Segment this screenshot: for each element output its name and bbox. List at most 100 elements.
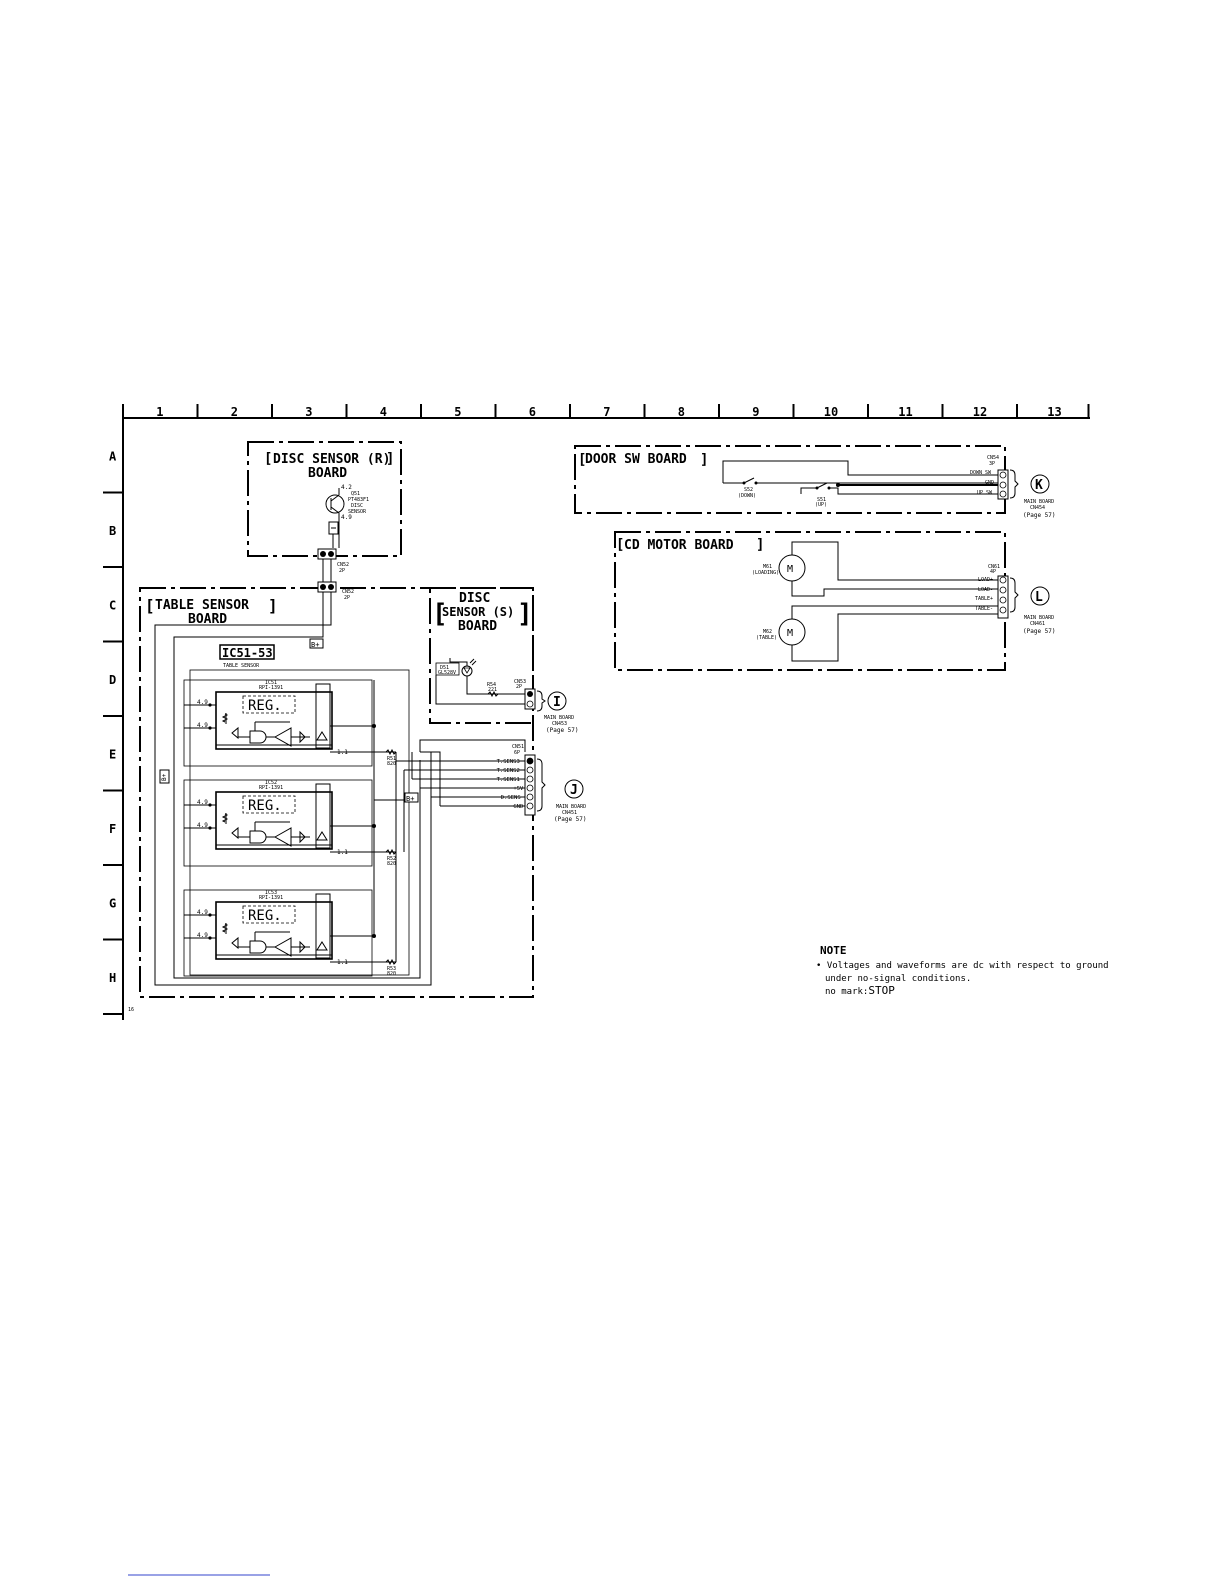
row-label: A [109,449,117,463]
ic-ref: IC53 [265,890,277,896]
led-icon [461,665,473,677]
cn52-pins: 2P [344,595,350,601]
disc-sensor-s-title: DISC [459,591,490,606]
svg-text:[: [ [432,599,448,629]
cn54-pin-1: DOWN SW [970,470,992,476]
m61-ref: M61 [763,564,772,570]
ic-reg: REG. [248,908,282,924]
cn52-label: CN52 [342,589,354,595]
cn51-pin [526,757,534,765]
table-sensor-title-2: BOARD [188,612,227,627]
note-title: NOTE [820,944,847,957]
col-label: 11 [898,405,912,419]
ic-reg: REG. [248,798,282,814]
link-l-line2: CN461 [1030,621,1045,627]
ic-out: 1.1 [337,749,348,756]
disc-sensor-r-board: [ ] DISC SENSOR (R) BOARD 4.2 4.9 Q51 PT… [247,441,402,574]
ic-reg: REG. [248,698,282,714]
ic-v1: 4.9 [197,699,208,706]
link-l-id: L [1035,590,1043,605]
link-i: I MAIN BOARD CN453 (Page 57) [536,690,579,734]
col-label: 4 [380,405,387,419]
cn51-pins-count: 6P [514,750,520,756]
col-label: 12 [973,405,987,419]
m62-ref: M62 [763,629,772,635]
q51-ref: Q51 [351,491,360,497]
cn51-pin [526,784,534,792]
disc-sensor-s-title-3: BOARD [458,619,497,634]
b-plus-badge-2 [159,769,170,784]
cn51-pin-label: T.SENS2 [497,768,520,774]
ic-v2: 4.9 [197,822,208,829]
cn51-pin [526,766,534,774]
svg-text:[: [ [616,537,624,553]
q51-part: PT483F1 [348,497,369,503]
ic-ref: IC51 [265,680,277,686]
ic-v1: 4.9 [197,799,208,806]
col-label: 2 [231,405,238,419]
col-label: 7 [603,405,610,419]
ic-res: R53 [387,966,396,972]
ic-v1: 4.9 [197,909,208,916]
ic-res-val: 820 [387,861,396,867]
svg-text:[: [ [264,451,272,467]
cn51-pin [526,802,534,810]
r54-ref: R54 [487,682,496,688]
link-k-line2: CN454 [1030,505,1045,511]
gate-icon [249,730,267,744]
s52-ref: S52 [744,487,753,493]
cn54-pins: 3P [989,461,995,467]
cn54-connector [997,469,1009,500]
link-j-line2: CN451 [562,810,577,816]
q51-desc-2: SENSOR [348,509,367,515]
amplifier-icon [273,827,292,847]
svg-text:[: [ [145,596,155,615]
cn51-pin-label: D.SENS [501,795,521,801]
ic-res-val: 820 [387,761,396,767]
cn51-pin-label: +5V [513,786,524,792]
row-label: E [109,747,116,761]
ic-part: RPI-1391 [259,685,283,691]
s51-ref: S51 [817,497,826,503]
r54-val: 221 [488,687,497,693]
cn51-pin-label: GND [513,804,523,810]
link-i-line2: CN453 [552,721,567,727]
svg-text:no mark:STOP: no mark:STOP [825,984,895,997]
gate-icon [249,940,267,954]
table-sensor-board: [ ] TABLE SENSOR BOARD CN52 2P B+ IC51-5… [139,559,536,998]
cn53-connector [524,688,536,710]
svg-text:]: ] [386,451,394,467]
cn51-pin [526,775,534,783]
disc-sensor-s-board: [ ] DISC SENSOR (S) BOARD D51 GL528V R54… [429,587,536,724]
cn52-r-connector [317,548,337,560]
q51-v-bottom: 4.9 [341,514,352,521]
col-label: 3 [305,405,312,419]
svg-text:]: ] [268,596,278,615]
gate-icon [249,830,267,844]
link-j-line1: MAIN BOARD [556,804,586,810]
note-line-2: under no-signal conditions. [825,974,971,984]
link-k-line1: MAIN BOARD [1024,499,1054,505]
cd-motor-title: CD MOTOR BOARD [624,538,734,553]
m61-label: (LOADING) [752,570,779,576]
link-i-id: I [553,695,561,710]
col-label: 10 [824,405,838,419]
amplifier-icon [273,937,292,957]
b-plus-2: B+ [161,773,168,781]
d51-ref: D51 [440,665,449,671]
svg-text:]: ] [517,599,533,629]
cn53-label: CN53 [514,679,526,685]
m62-symbol: M [787,628,793,639]
link-k: K MAIN BOARD CN454 (Page 57) [1009,469,1056,519]
ic-part: RPI-1391 [259,785,283,791]
cn52-r-pins: 2P [339,568,345,574]
amplifier-icon [273,727,292,747]
cn61-label: CN61 [988,564,1000,570]
ic-group-label-box [219,644,275,660]
col-label: 13 [1047,405,1061,419]
row-label: C [109,598,116,612]
